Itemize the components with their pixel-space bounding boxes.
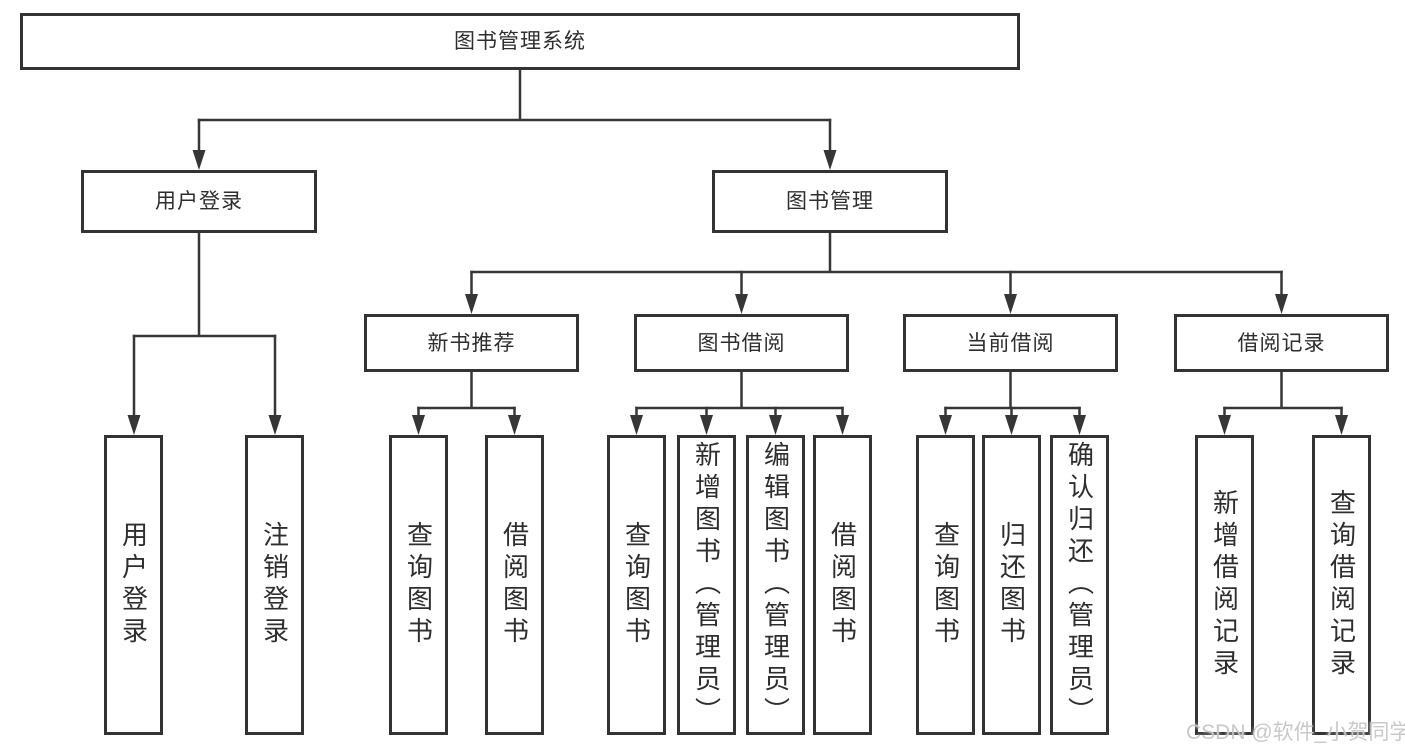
- arrowhead: [1004, 294, 1017, 314]
- arrowhead: [700, 415, 713, 435]
- connector-bookmg-to-level3: [465, 233, 1288, 314]
- arrowhead: [630, 415, 643, 435]
- leaf-record-query: 查询借阅记录: [1312, 435, 1371, 735]
- connector-current-to-leaves: [939, 372, 1086, 435]
- arrowhead: [1005, 415, 1018, 435]
- connector-root-to-level2: [192, 70, 837, 170]
- arrowhead: [1073, 415, 1086, 435]
- leaf-borrow-add-book-admin: 新增图书（管理员）: [677, 435, 736, 735]
- arrowhead: [1335, 415, 1348, 435]
- connector-borrow-to-leaves: [630, 372, 849, 435]
- arrowhead: [1275, 294, 1288, 314]
- leaf-current-confirm-return-admin: 确认归还（管理员）: [1050, 435, 1109, 735]
- node-borrow-record: 借阅记录: [1174, 314, 1389, 372]
- leaf-record-add: 新增借阅记录: [1195, 435, 1254, 735]
- node-user-login: 用户登录: [81, 170, 317, 233]
- arrowhead: [939, 415, 952, 435]
- leaf-borrow-query-book: 查询图书: [607, 435, 666, 735]
- arrowhead: [735, 294, 748, 314]
- arrowhead: [823, 150, 837, 170]
- node-book-management: 图书管理: [712, 170, 948, 233]
- watermark: CSDN @软件_小贺同学: [1186, 721, 1405, 744]
- node-book-borrow: 图书借阅: [634, 314, 849, 372]
- leaf-borrow-borrow-book: 借阅图书: [813, 435, 872, 735]
- connector-login-to-leaves: [127, 233, 282, 435]
- arrowhead: [1218, 415, 1231, 435]
- arrowhead: [508, 415, 521, 435]
- leaf-logout: 注销登录: [245, 435, 304, 735]
- leaf-recommend-borrow-book: 借阅图书: [485, 435, 544, 735]
- connector-record-to-leaves: [1218, 372, 1348, 435]
- leaf-current-query-book: 查询图书: [916, 435, 975, 735]
- connector-recommend-to-leaves: [412, 372, 521, 435]
- leaf-user-login: 用户登录: [104, 435, 163, 735]
- arrowhead: [465, 294, 478, 314]
- leaf-current-return-book: 归还图书: [982, 435, 1041, 735]
- node-new-book-recommend: 新书推荐: [364, 314, 579, 372]
- arrowhead: [836, 415, 849, 435]
- arrowhead: [412, 415, 425, 435]
- node-root: 图书管理系统: [20, 13, 1020, 70]
- arrowhead: [192, 150, 206, 170]
- leaf-borrow-edit-book-admin: 编辑图书（管理员）: [746, 435, 805, 735]
- arrowhead: [769, 415, 782, 435]
- arrowhead: [268, 415, 282, 435]
- node-current-borrow: 当前借阅: [903, 314, 1118, 372]
- leaf-recommend-query-book: 查询图书: [389, 435, 448, 735]
- arrowhead: [127, 415, 141, 435]
